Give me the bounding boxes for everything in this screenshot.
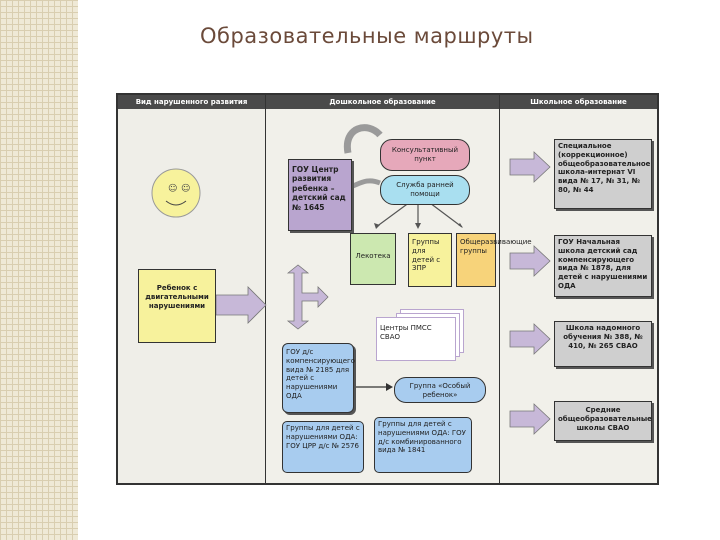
special-group-box: Группа «Особый ребенок» xyxy=(394,377,486,403)
play-box: Лекотека xyxy=(350,233,396,285)
smiley-icon: ☺ ☺ xyxy=(151,168,201,218)
arrow-child xyxy=(215,286,267,324)
page-title: Образовательные маршруты xyxy=(200,24,534,48)
pmss-box: Центры ПМСС СВАО xyxy=(376,317,456,361)
school-box-4: Средние общеобразовательные школы СВАО xyxy=(554,401,652,441)
column-header-disorder: Вид нарушенного развития xyxy=(118,95,265,109)
curved-arrow-consult xyxy=(343,124,383,154)
svg-text:☺: ☺ xyxy=(168,183,177,194)
school-box-3: Школа надомного обучения № 388, № 410, №… xyxy=(554,321,652,367)
curved-arrow-support xyxy=(349,178,381,190)
diagram-frame: Вид нарушенного развития Дошкольное обра… xyxy=(116,93,659,485)
kindergarten-box: ГОУ д/с компенсирующего вида № 2185 для … xyxy=(282,343,355,413)
school-box-2: ГОУ Начальная школа детский сад компенси… xyxy=(554,235,652,297)
arrows-layer: ☺ ☺ xyxy=(151,124,551,435)
decorative-side-strip xyxy=(0,0,78,540)
column-header-preschool: Дошкольное образование xyxy=(266,95,499,109)
child-box: Ребенок с двигательными нарушениями xyxy=(138,269,216,343)
groups-general-box: Общеразвивающие группы xyxy=(456,233,532,287)
combined-group-box: Группы для детей с нарушениями ОДА: ГОУ … xyxy=(374,417,472,473)
svg-text:☺: ☺ xyxy=(181,183,190,194)
arrow-school-3 xyxy=(509,323,551,355)
school-box-1: Специальное (коррекционное) общеобразова… xyxy=(554,139,652,209)
arrow-school-4 xyxy=(509,403,551,435)
odo-group-box: Группы для детей с нарушениями ОДА: ГОУ … xyxy=(282,421,364,473)
column-header-school: Школьное образование xyxy=(500,95,657,109)
groups-zpr-box: Группы для детей с ЗПР xyxy=(408,233,452,287)
arrow-school-1 xyxy=(509,151,551,183)
arrow-cross xyxy=(286,264,329,330)
consult-box: Консультативный пункт xyxy=(380,139,470,171)
support-box: Служба ранней помощи xyxy=(380,175,470,205)
center-box: ГОУ Центр развития ребенка – детский сад… xyxy=(288,159,352,231)
arrow-school-2 xyxy=(509,245,551,277)
